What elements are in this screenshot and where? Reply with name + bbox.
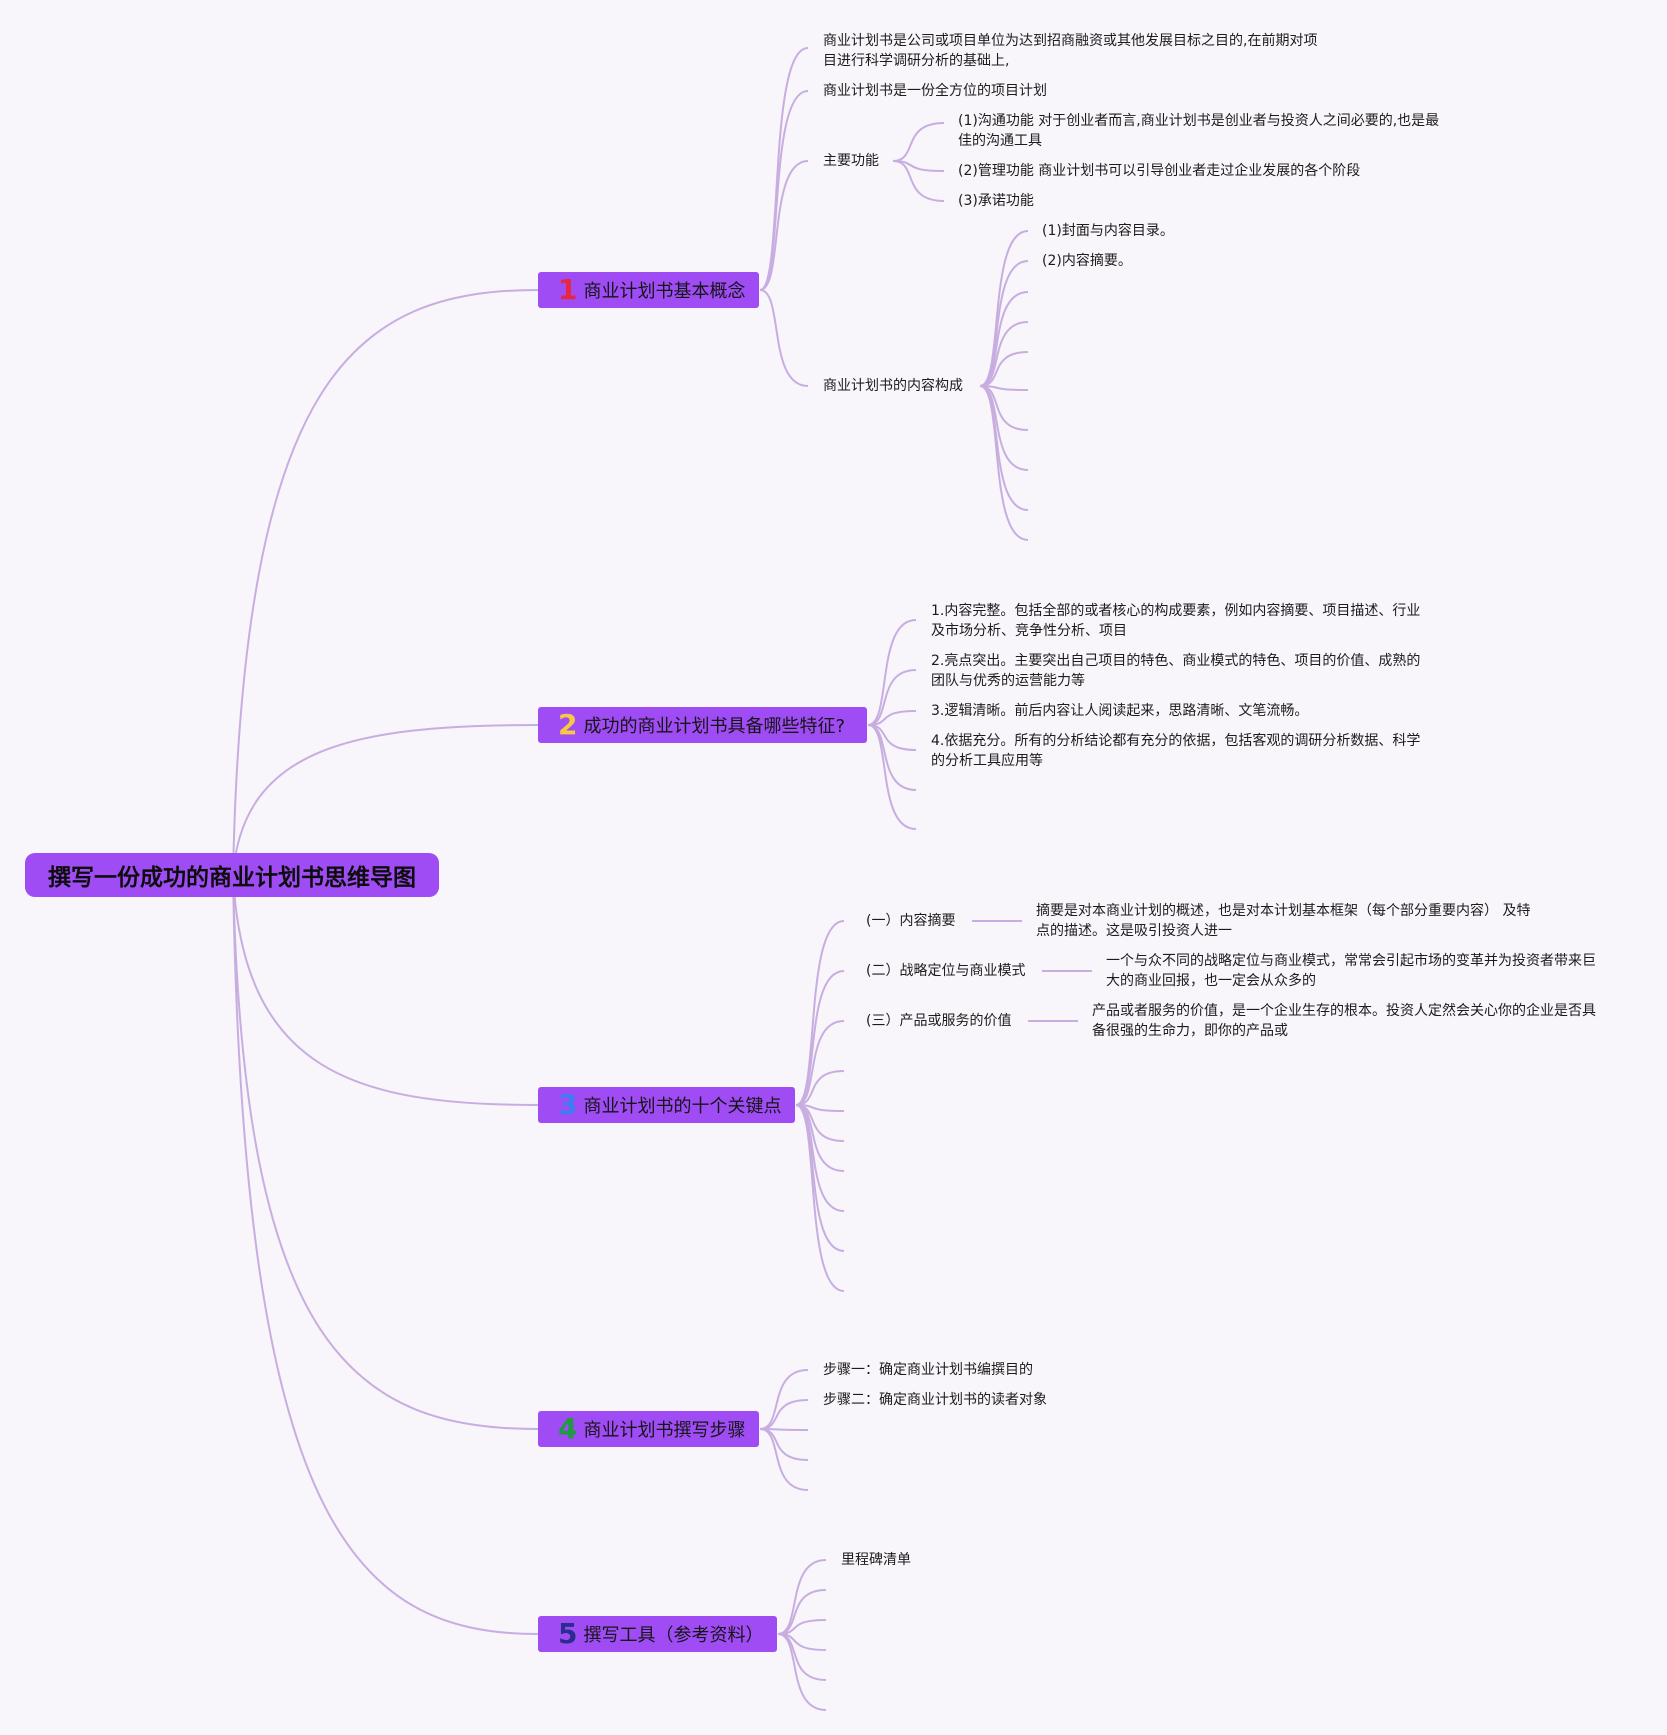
leaf-step-two[interactable]: 步骤二：确定商业计划书的读者对象: [823, 1392, 1047, 1408]
leaf-key-value[interactable]: (三）产品或服务的价值: [866, 1013, 1012, 1029]
root-node[interactable]: 撰写一份成功的商业计划书思维导图: [25, 853, 439, 897]
leaf-milestone-list[interactable]: 里程碑清单: [841, 1552, 911, 1568]
connector-15: [979, 321, 1029, 387]
connector-26: [867, 724, 917, 791]
leaf-key-value-detail[interactable]: 产品或者服务的价值，是一个企业生存的根本。投资人定然会关心你的企业是否具备很强的…: [1092, 1003, 1596, 1039]
root-connector-2: [232, 874, 539, 1106]
connector-46: [777, 1559, 827, 1635]
branch-number-5: 5: [558, 1617, 578, 1650]
leaf-function-communication[interactable]: (1)沟通功能 对于创业者而言,商业计划书是创业者与投资人之间必要的,也是最佳的…: [958, 113, 1440, 149]
connector-11: [892, 160, 945, 202]
connector-30: [795, 1020, 845, 1106]
leaf-concept-definition[interactable]: 商业计划书是公司或项目单位为达到招商融资或其他发展目标之目的,在前期对项目进行科…: [823, 33, 1318, 69]
leaf-content-summary[interactable]: (2)内容摘要。: [1042, 253, 1132, 269]
connector-21: [979, 385, 1029, 541]
connector-50: [777, 1633, 827, 1681]
leaf-key-strategy-detail[interactable]: 一个与众不同的战略定位与商业模式，常常会引起市场的变革并为投资者带来巨大的商业回…: [1106, 953, 1596, 989]
leaf-concept-plan[interactable]: 商业计划书是一份全方位的项目计划: [823, 83, 1047, 99]
root-connector-4: [232, 874, 539, 1635]
leaf-feature-highlight[interactable]: 2.亮点突出。主要突出自己项目的特色、商业模式的特色、项目的价值、成熟的团队与优…: [931, 653, 1421, 689]
root-connector-1: [232, 724, 539, 876]
branch-node-2[interactable]: 2 成功的商业计划书具备哪些特征?: [538, 707, 867, 743]
connector-14: [979, 291, 1029, 387]
connector-47: [777, 1589, 827, 1635]
connector-23: [867, 669, 917, 726]
connector-44: [759, 1428, 809, 1461]
root-connector-3: [232, 874, 539, 1430]
leaf-function-commitment[interactable]: (3)承诺功能: [958, 193, 1034, 209]
branch-label-5: 撰写工具（参考资料）: [583, 1625, 764, 1646]
branch-node-4[interactable]: 4 商业计划书撰写步骤: [538, 1411, 759, 1447]
leaf-main-functions[interactable]: 主要功能: [823, 153, 879, 169]
connector-8: [759, 289, 809, 387]
connector-19: [979, 385, 1029, 471]
connector-37: [795, 1104, 845, 1292]
connector-5: [759, 47, 809, 291]
branch-node-3[interactable]: 3 商业计划书的十个关键点: [538, 1087, 795, 1123]
connector-20: [979, 385, 1029, 511]
connector-45: [759, 1428, 809, 1491]
connector-7: [759, 160, 809, 291]
branch-node-5[interactable]: 5 撰写工具（参考资料）: [538, 1616, 777, 1652]
leaf-feature-complete[interactable]: 1.内容完整。包括全部的或者核心的构成要素，例如内容摘要、项目描述、行业及市场分…: [931, 603, 1421, 639]
connector-12: [979, 230, 1029, 387]
connector-51: [777, 1633, 827, 1711]
connector-42: [759, 1399, 809, 1430]
connector-24: [867, 710, 917, 726]
leaf-key-summary-detail[interactable]: 摘要是对本商业计划的概述，也是对本计划基本框架（每个部分重要内容） 及特点的描述…: [1036, 903, 1531, 939]
root-connector-0: [232, 289, 539, 876]
leaf-content-cover[interactable]: (1)封面与内容目录。: [1042, 223, 1174, 239]
leaf-key-strategy[interactable]: (二）战略定位与商业模式: [866, 963, 1026, 979]
connector-41: [759, 1369, 809, 1430]
leaf-function-management[interactable]: (2)管理功能 商业计划书可以引导创业者走过企业发展的各个阶段: [958, 163, 1361, 179]
root-title: 撰写一份成功的商业计划书思维导图: [48, 865, 416, 891]
connector-16: [979, 351, 1029, 387]
branch-number-1: 1: [558, 273, 578, 306]
leaf-step-one[interactable]: 步骤一：确定商业计划书编撰目的: [823, 1362, 1033, 1378]
branch-number-2: 2: [558, 708, 578, 741]
connector-22: [867, 619, 917, 726]
leaf-content-composition[interactable]: 商业计划书的内容构成: [823, 378, 963, 394]
connector-27: [867, 724, 917, 830]
branch-label-1: 商业计划书基本概念: [583, 281, 746, 302]
branch-label-4: 商业计划书撰写步骤: [583, 1420, 746, 1441]
branch-label-2: 成功的商业计划书具备哪些特征?: [583, 716, 846, 737]
branch-number-4: 4: [558, 1412, 578, 1445]
leaf-key-summary[interactable]: (一）内容摘要: [866, 913, 956, 929]
connector-6: [759, 90, 809, 291]
leaf-feature-logic[interactable]: 3.逻辑清晰。前后内容让人阅读起来，思路清晰、文笔流畅。: [931, 703, 1309, 719]
connector-17: [979, 385, 1029, 391]
connector-29: [795, 970, 845, 1106]
leaf-feature-evidence[interactable]: 4.依据充分。所有的分析结论都有充分的依据，包括客观的调研分析数据、科学的分析工…: [931, 733, 1421, 769]
branch-node-1[interactable]: 1 商业计划书基本概念: [538, 272, 759, 308]
branch-label-3: 商业计划书的十个关键点: [583, 1096, 782, 1117]
connector-36: [795, 1104, 845, 1252]
connector-9: [892, 122, 945, 162]
connector-31: [795, 1070, 845, 1106]
branch-number-3: 3: [558, 1088, 578, 1121]
